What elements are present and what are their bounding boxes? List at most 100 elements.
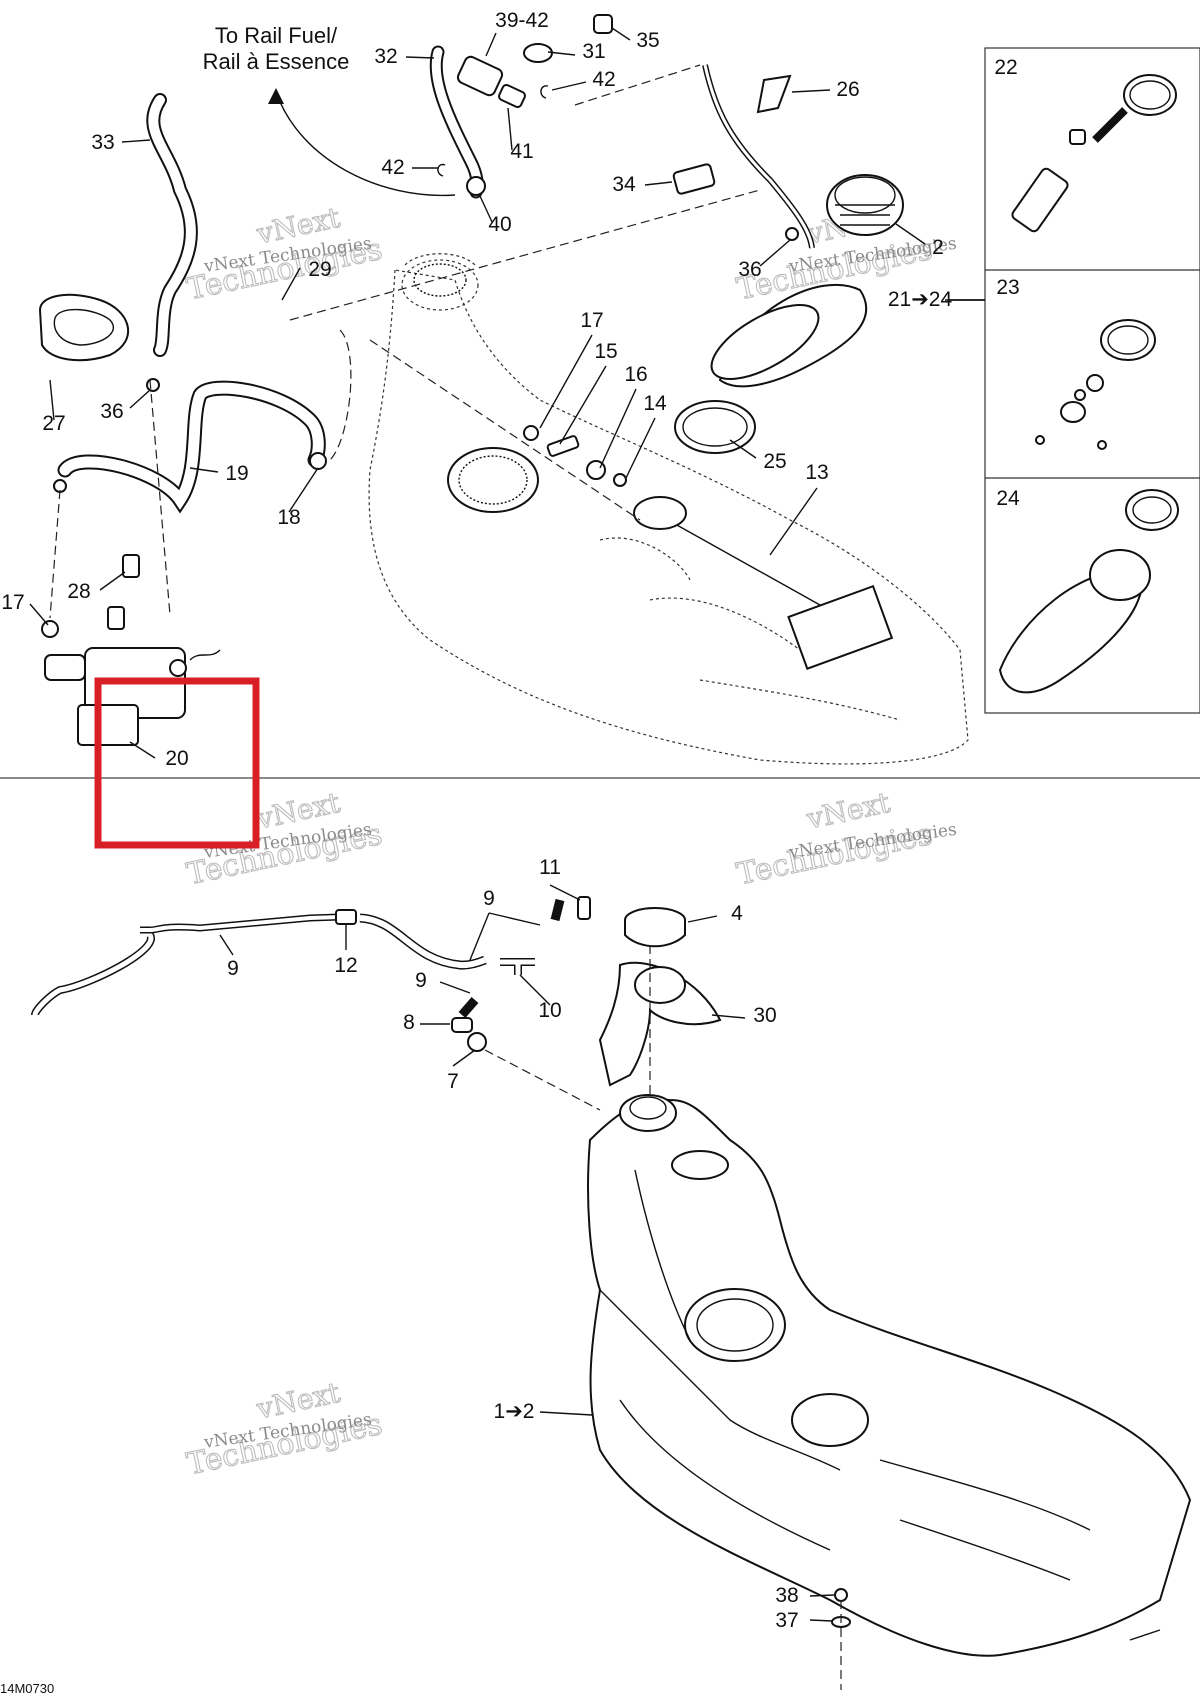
leader-top-30	[129, 741, 156, 759]
bolt-28-b	[107, 606, 125, 630]
wire-harness-inner	[703, 64, 814, 249]
rail-arrow-head	[268, 88, 284, 104]
caption-line-1: To Rail Fuel/	[215, 23, 338, 48]
hose-33-fill	[148, 95, 196, 355]
leader-top-0	[485, 32, 497, 57]
leader-top-5	[791, 89, 831, 93]
sender-rod-13	[649, 509, 821, 606]
bolt-28-a	[122, 554, 140, 578]
leader-top-29	[29, 603, 49, 626]
elbow-8	[451, 1017, 473, 1033]
hose-9-lower	[458, 997, 479, 1018]
callout-top-12: 22	[994, 56, 1017, 79]
inset-panels	[948, 47, 1200, 714]
assembly-lines-top	[49, 64, 761, 619]
callout-bottom-8: 8	[403, 1011, 415, 1034]
fitting-18	[309, 452, 327, 470]
fuel-cap-4-body	[624, 920, 686, 948]
highlight-box	[94, 677, 260, 849]
leader-top-7	[507, 107, 513, 151]
callout-top-22: 36	[100, 400, 123, 423]
leader-top-24	[729, 439, 757, 459]
callout-bottom-2: 4	[731, 902, 743, 925]
tee-fitting-10-fill	[500, 959, 535, 975]
leader-top-23	[189, 467, 219, 473]
fuel-tank-1	[587, 1094, 1192, 1657]
hose-9-left-top-fill	[140, 915, 341, 932]
callout-bottom-7: 30	[753, 1004, 776, 1027]
callout-top-18: 15	[594, 340, 617, 363]
callout-bottom-4: 12	[334, 954, 357, 977]
check-valve-11	[577, 896, 591, 920]
leader-bottom-0	[549, 884, 581, 901]
leader-top-13	[759, 239, 791, 267]
caption-line-2: Rail à Essence	[203, 49, 350, 74]
cap-35	[593, 14, 613, 34]
leader-top-10	[644, 181, 673, 186]
callout-bottom-12: 37	[775, 1609, 798, 1632]
leader-bottom-2	[687, 915, 718, 923]
assembly-lines-bottom	[484, 945, 842, 1690]
hose-9-left-fill	[32, 933, 154, 1016]
leader-top-3	[547, 51, 576, 56]
callout-top-25: 13	[805, 461, 828, 484]
leader-top-20	[625, 417, 656, 479]
nut-38	[834, 1588, 848, 1602]
clamp-36-left	[146, 378, 160, 392]
gasket-27	[38, 293, 130, 362]
callout-top-5: 26	[836, 78, 859, 101]
watermark-group: vNext Technologies vNext Technologies vN…	[183, 200, 958, 1483]
callout-top-21: 27	[42, 412, 65, 435]
lock-ring-2-ribs	[835, 204, 895, 226]
callout-bottom-1: 9	[483, 887, 495, 910]
clip-42-left	[437, 163, 446, 177]
leader-top-18	[559, 365, 607, 445]
leader-9-v-1	[488, 912, 541, 926]
leader-bottom-12	[809, 1619, 833, 1622]
callout-bottom-3: 9	[227, 957, 239, 980]
leader-top-17	[539, 334, 593, 429]
leader-top-1	[611, 27, 631, 41]
rail-arrow-curve	[275, 91, 456, 197]
callout-top-1: 35	[636, 29, 659, 52]
fitting-41	[498, 83, 526, 109]
heat-shield-30-hole	[634, 966, 686, 1004]
callout-bottom-10: 1➔2	[494, 1400, 535, 1423]
drawing-code: 14M0730	[0, 1681, 54, 1696]
leader-top-11	[895, 223, 926, 245]
nut-17-left	[41, 620, 59, 638]
gasket-25	[674, 400, 756, 454]
clamp-36-right	[785, 227, 799, 241]
hose-9-right-stub	[550, 898, 565, 922]
callout-top-4: 42	[592, 68, 615, 91]
valve-12	[335, 909, 357, 925]
part-34	[672, 163, 716, 195]
nut-17-right	[523, 425, 539, 441]
leader-bottom-5	[439, 981, 471, 994]
clip-14	[613, 473, 627, 487]
callout-bottom-5: 9	[415, 969, 427, 992]
leader-top-19	[599, 388, 637, 469]
tank-top-outline	[368, 253, 969, 765]
callout-top-28: 28	[67, 580, 90, 603]
callout-bottom-0: 11	[539, 856, 561, 879]
leader-top-25	[769, 487, 818, 556]
leader-top-28	[99, 571, 126, 591]
hose-19-fill	[59, 382, 324, 510]
callout-top-17: 17	[580, 309, 603, 332]
callout-top-26: 18	[277, 506, 300, 529]
leader-top-6	[121, 139, 151, 143]
clip-42-top	[540, 85, 549, 99]
leader-9-v-0	[469, 912, 490, 961]
quick-connector-39-42	[456, 55, 504, 97]
hose-9-center-fill	[359, 915, 487, 969]
clip-40	[466, 176, 486, 196]
leader-top-9	[479, 195, 493, 223]
callout-top-0: 39-42	[495, 9, 549, 32]
callout-top-30: 20	[165, 747, 188, 770]
callout-top-2: 32	[374, 45, 397, 68]
leader-bottom-11	[809, 1594, 835, 1597]
